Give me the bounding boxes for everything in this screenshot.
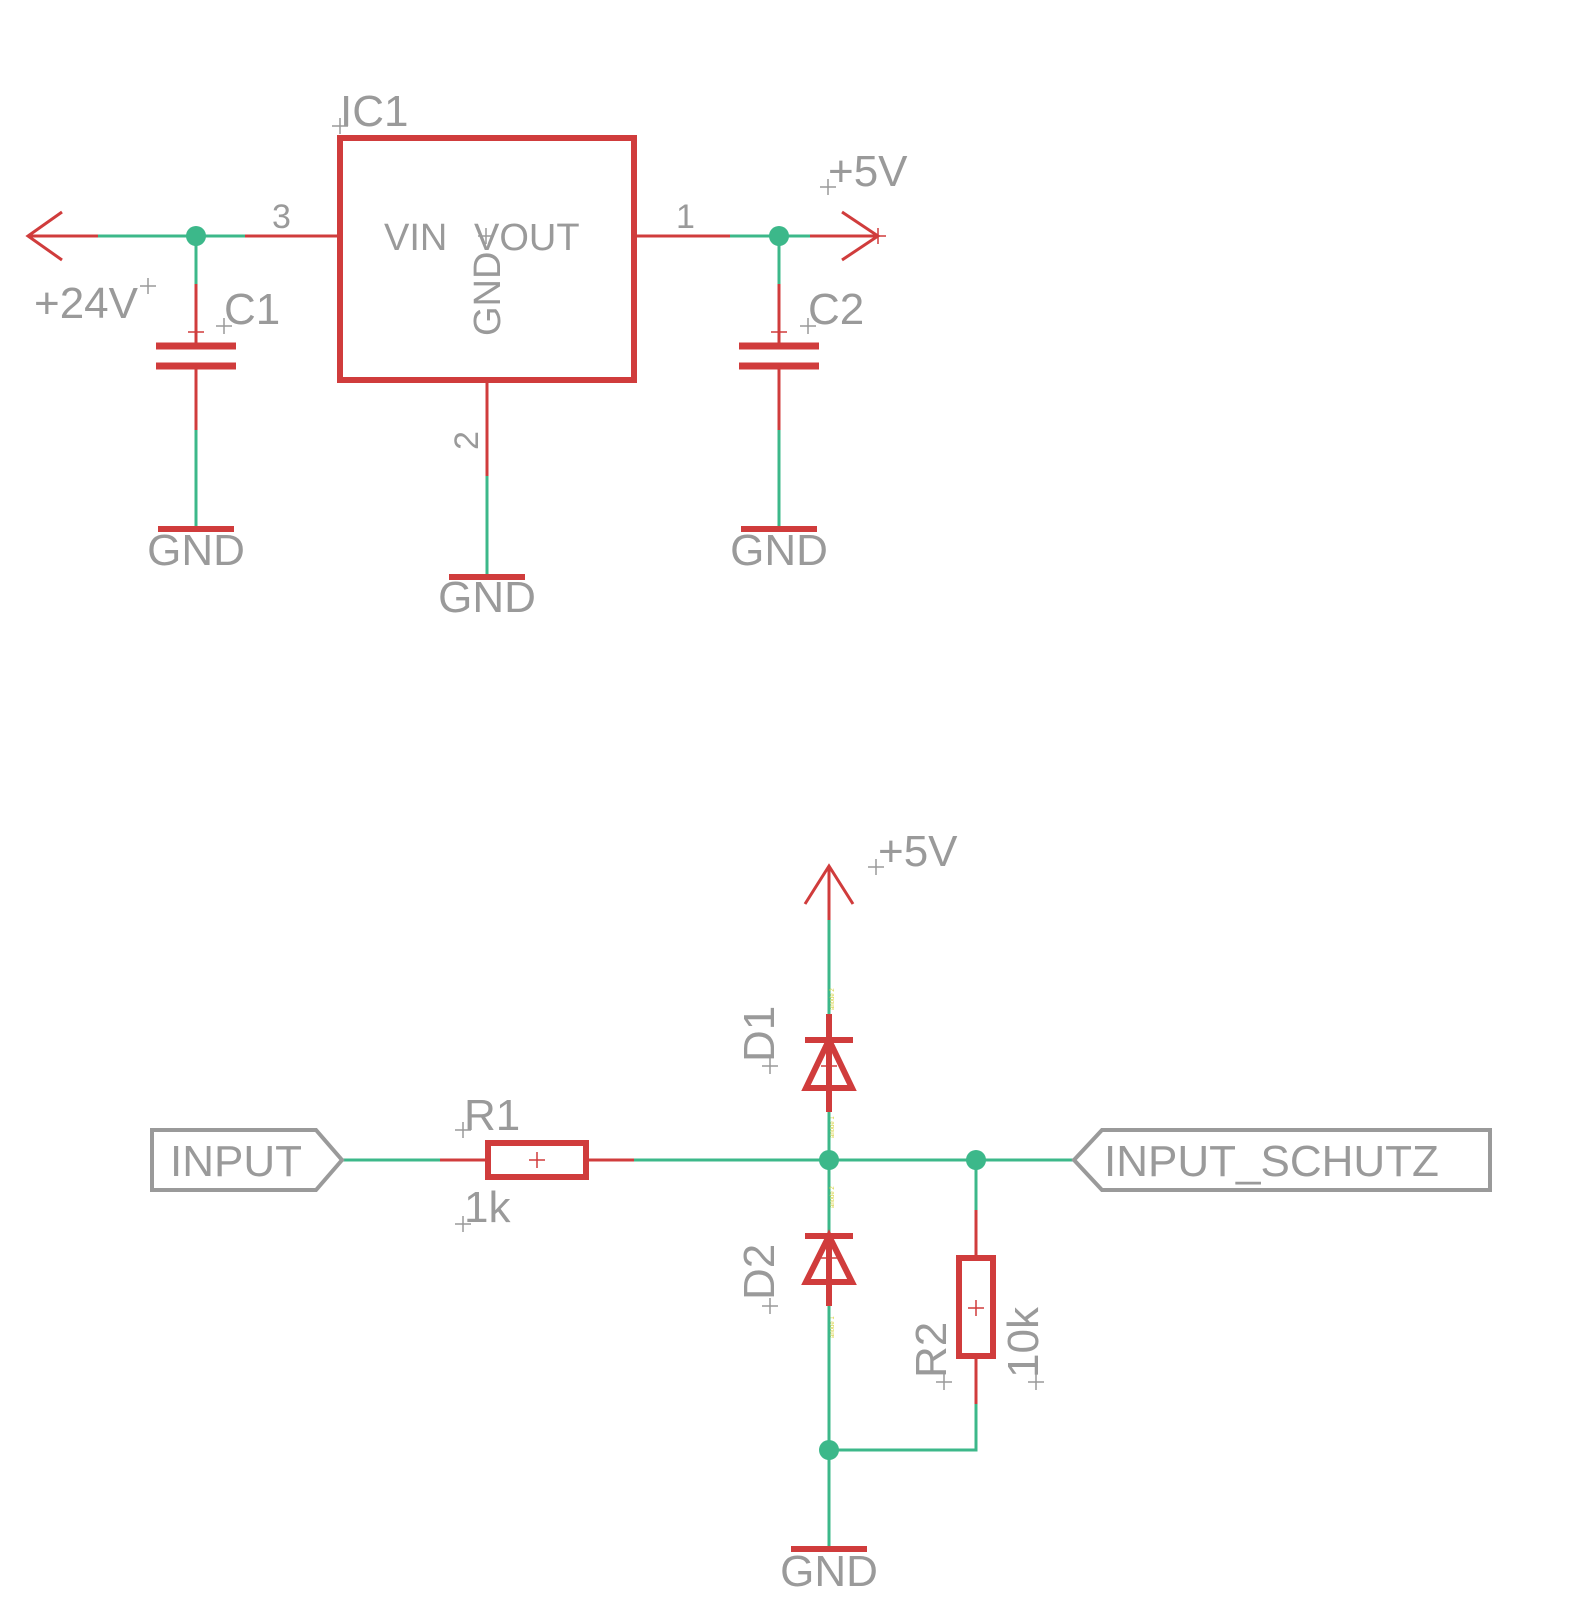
supply-24v-label: +24V (34, 279, 139, 328)
output-net-label-text: INPUT_SCHUTZ (1104, 1137, 1439, 1186)
ic1-name: IC1 (340, 87, 408, 136)
resistor-r1[interactable] (440, 1140, 634, 1180)
origin-cross-r1-name (455, 1122, 471, 1138)
svg-text:anode 2: anode 2 (830, 988, 836, 1010)
supply-5v-top-arrow[interactable] (810, 210, 881, 262)
origin-cross-c2 (800, 318, 816, 334)
supply-5v-top-label: +5V (828, 147, 908, 196)
ic1-pin1-number: 1 (676, 198, 695, 236)
supply-5v-bottom-arrow[interactable] (803, 863, 855, 920)
svg-text:anode 2: anode 2 (830, 1186, 836, 1208)
origin-cross-r1-value (455, 1216, 471, 1232)
ic1-pin-gnd: GND (467, 252, 509, 336)
r2-value: 10k (999, 1306, 1048, 1378)
ic1-center-cross (478, 228, 494, 244)
origin-cross-c1 (216, 318, 232, 334)
ic1-pin2-number: 2 (448, 431, 486, 450)
origin-cross-ic1 (332, 118, 348, 134)
d2-label: D2 (735, 1244, 784, 1300)
r2-name: R2 (907, 1322, 956, 1378)
resistor-r2[interactable] (956, 1210, 996, 1404)
output-net-label[interactable] (1071, 1128, 1492, 1192)
ic1-pin3-number: 3 (272, 198, 291, 236)
gnd-label-c1: GND (147, 526, 245, 575)
regulator-section: +24V 3 C1 GND IC1 VIN VOUT GND (25, 87, 908, 622)
supply-5v-bottom-label: +5V (878, 827, 958, 876)
origin-cross-d2 (762, 1298, 778, 1314)
diode-d2[interactable]: anode 2 anode 1 (801, 1186, 857, 1338)
gnd-label-ic1: GND (438, 573, 536, 622)
c1-label: C1 (224, 285, 280, 334)
origin-cross-5v-bottom (868, 859, 884, 875)
junction-gnd-node[interactable] (819, 1440, 839, 1460)
capacitor-c2[interactable] (739, 236, 819, 528)
svg-text:anode 1: anode 1 (830, 1116, 836, 1138)
ic1-pin-vin: VIN (384, 217, 447, 259)
input-net-label-text: INPUT (170, 1137, 302, 1186)
protection-section: +5V anode 2 anode 1 D1 anode 2 anode 1 D… (150, 827, 1492, 1596)
ic1-pin-vout: VOUT (474, 217, 580, 259)
r1-name: R1 (464, 1091, 520, 1140)
origin-cross-r2-value (1028, 1374, 1044, 1390)
d1-label: D1 (735, 1006, 784, 1062)
gnd-label-bottom: GND (780, 1547, 878, 1596)
origin-cross-5v-tip (870, 228, 886, 244)
gnd-label-c2: GND (730, 526, 828, 575)
origin-cross-24v (140, 278, 156, 294)
junction-diode-node[interactable] (819, 1150, 839, 1170)
wire-r2-to-gnd[interactable] (829, 1404, 978, 1452)
origin-cross-d1 (762, 1058, 778, 1074)
input-net-label[interactable] (150, 1128, 345, 1192)
capacitor-c1[interactable] (156, 236, 236, 528)
svg-text:anode 1: anode 1 (830, 1316, 836, 1338)
supply-24v-arrow[interactable] (25, 210, 98, 262)
r1-value: 1k (464, 1183, 511, 1232)
origin-cross-5v-top (820, 179, 836, 195)
c2-label: C2 (808, 285, 864, 334)
diode-d1[interactable]: anode 2 anode 1 (801, 988, 857, 1138)
origin-cross-r2-name (936, 1374, 952, 1390)
